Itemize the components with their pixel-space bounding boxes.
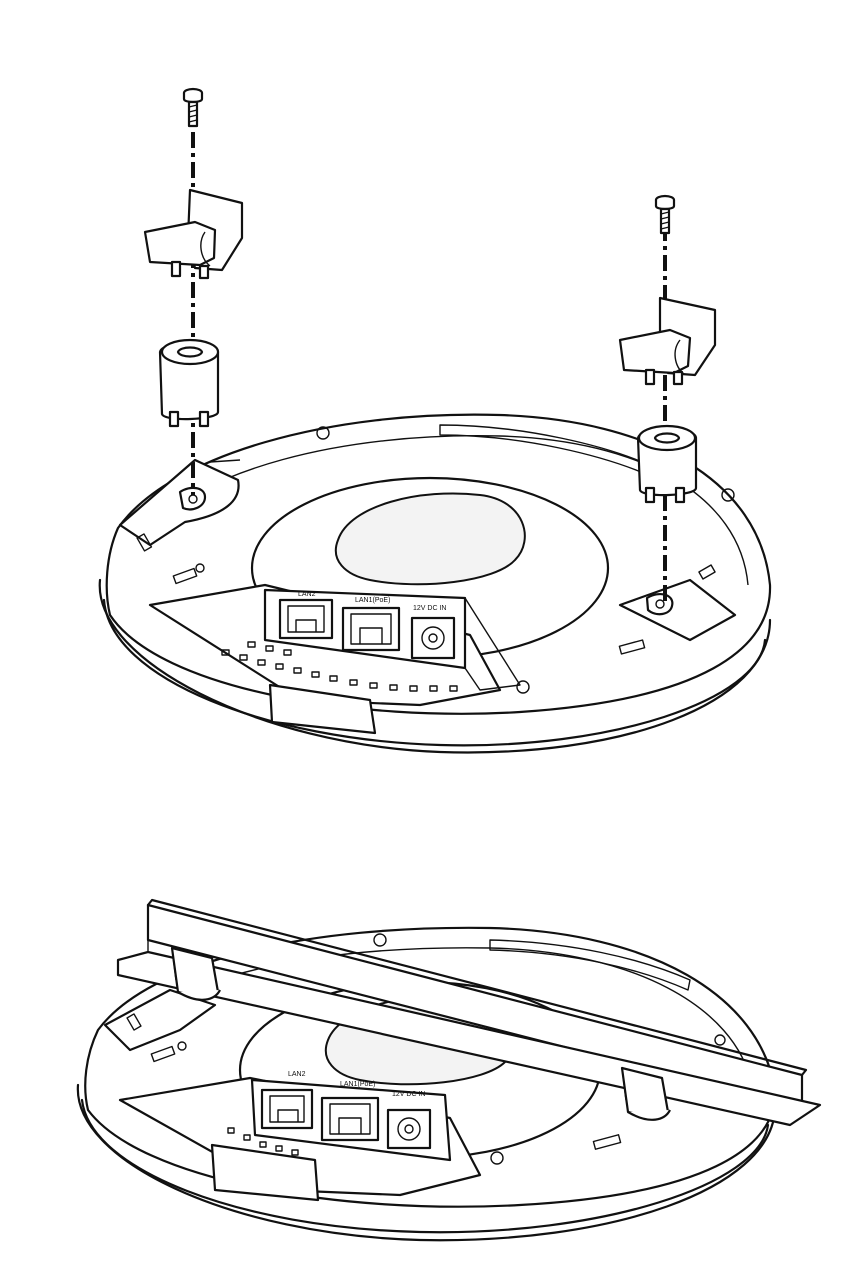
- lan2-label: LAN2: [298, 591, 316, 598]
- right-wall-anchor: [638, 426, 696, 502]
- top-figure-exploded-view: LAN2 LAN1(PoE) 12V DC IN: [100, 89, 770, 752]
- left-mounting-hardware: [145, 89, 242, 495]
- left-ceiling-clip: [145, 190, 242, 278]
- right-ceiling-clip: [620, 298, 715, 384]
- bottom-dc-in-label: 12V DC IN: [392, 1091, 425, 1098]
- bottom-lan2-label: LAN2: [288, 1071, 306, 1078]
- bottom-lan1-poe-label: LAN1(PoE): [340, 1081, 375, 1088]
- bottom-figure-rail-mount: LAN2 LAN1(PoE) 12V DC IN: [78, 900, 820, 1240]
- dc-in-label: 12V DC IN: [413, 605, 446, 612]
- left-screw: [184, 89, 202, 126]
- right-screw: [656, 196, 674, 233]
- left-wall-anchor: [160, 340, 218, 426]
- lan1-poe-label: LAN1(PoE): [355, 597, 390, 604]
